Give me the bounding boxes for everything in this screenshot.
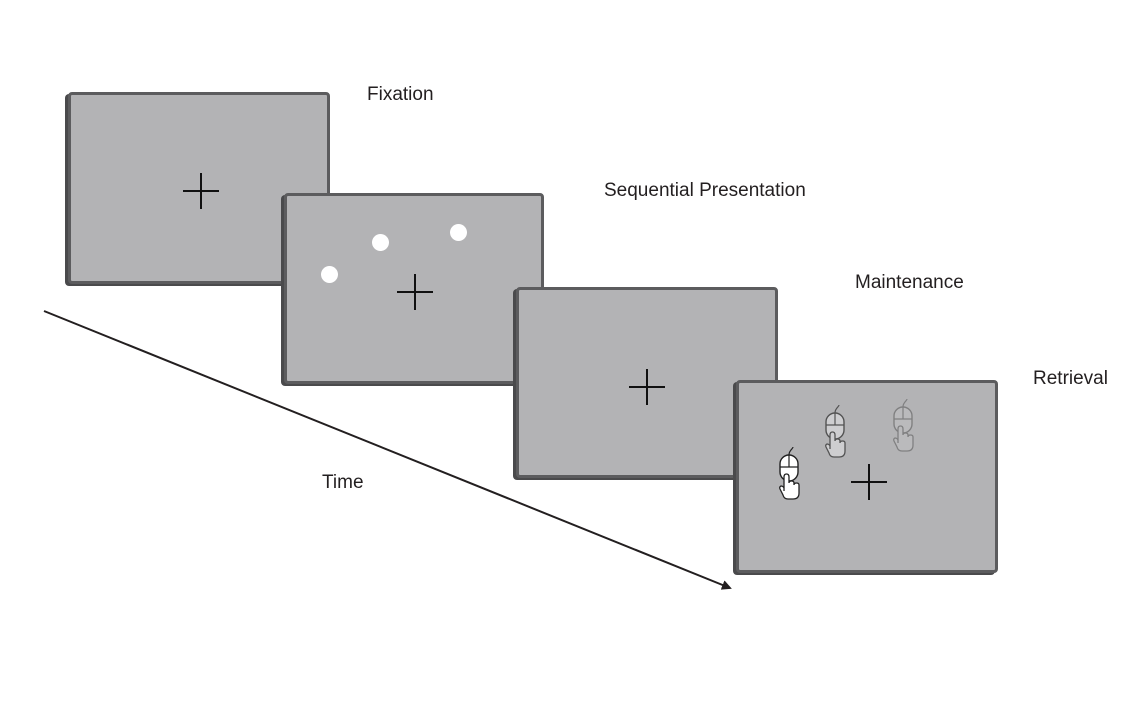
mouse-click-icon <box>779 446 800 500</box>
fixation-cross-icon <box>629 369 665 405</box>
stimulus-dot <box>372 234 389 251</box>
stimulus-dot <box>321 266 338 283</box>
retrieval-screen <box>736 380 998 573</box>
stage-label-maintenance: Maintenance <box>855 272 964 293</box>
stage-label-sequential-presentation: Sequential Presentation <box>604 180 806 201</box>
fixation-cross-icon <box>851 464 887 500</box>
fixation-cross-icon <box>397 274 433 310</box>
time-axis-label: Time <box>322 472 364 493</box>
mouse-click-icon <box>825 404 846 458</box>
sequential-presentation-screen <box>284 193 544 384</box>
fixation-cross-icon <box>183 173 219 209</box>
stimulus-dot <box>450 224 467 241</box>
stage-label-retrieval: Retrieval <box>1033 368 1108 389</box>
stage-label-fixation: Fixation <box>367 84 434 105</box>
maintenance-screen <box>516 287 778 478</box>
mouse-click-icon <box>893 398 914 452</box>
